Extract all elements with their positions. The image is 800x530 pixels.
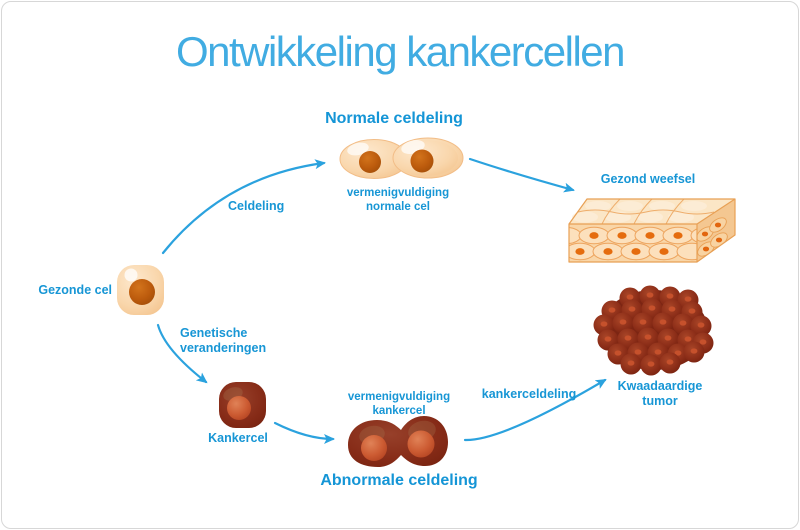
label-gezond-weefsel: Gezond weefsel <box>600 172 696 186</box>
arrow-celdeling <box>161 159 326 255</box>
normal-division-cells-illustration <box>339 137 464 179</box>
heading-normale-celdeling: Normale celdeling <box>325 110 463 127</box>
healthy-tissue-illustration <box>568 198 736 263</box>
caption-vermenigvuldiging-kankercel: vermenigvuldiging kankercel <box>347 391 451 417</box>
arrow-to-gezond-weefsel <box>468 157 575 193</box>
page-title: Ontwikkeling kankercellen <box>175 28 626 75</box>
label-kankerceldeling: kankerceldeling <box>481 387 577 401</box>
healthy-cell-illustration <box>117 265 164 315</box>
arrow-layer <box>156 157 607 444</box>
heading-abnormale-celdeling: Abnormale celdeling <box>320 472 478 489</box>
label-genetische-veranderingen: Genetische veranderingen <box>180 326 267 355</box>
arrow-to-abnormal-division <box>273 421 335 444</box>
label-kankercel: Kankercel <box>208 431 268 445</box>
label-kwaadaardige-tumor: Kwaadaardige tumor <box>617 379 703 408</box>
label-gezonde-cel: Gezonde cel <box>38 283 112 297</box>
label-celdeling: Celdeling <box>228 199 285 213</box>
arrow-genetische-veranderingen <box>156 323 208 384</box>
malignant-tumor-illustration <box>593 285 714 376</box>
arrow-kankerceldeling <box>463 378 607 442</box>
abnormal-division-cells-illustration <box>348 416 448 467</box>
cancer-cell-illustration <box>219 382 266 428</box>
caption-vermenigvuldiging-normale-cel: vermenigvuldiging normale cel <box>346 187 450 213</box>
